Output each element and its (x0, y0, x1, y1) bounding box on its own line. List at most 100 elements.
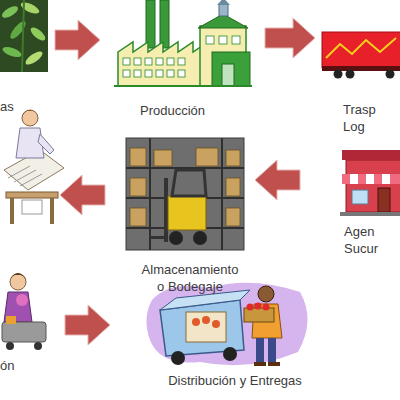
store-icon-part (390, 174, 400, 184)
office-worker-icon (4, 110, 64, 224)
store-icon-part (350, 174, 358, 184)
warehouse-icon-part (196, 148, 218, 166)
process-step: Almacenamiento o Bodegaje (105, 135, 255, 300)
store-icon-part (340, 212, 400, 216)
store-icon-part (358, 174, 366, 184)
warehouse-icon-part (149, 138, 151, 250)
factory-icon-part (222, 64, 234, 86)
factory-icon-part (114, 85, 252, 87)
process-step: ón (0, 260, 65, 375)
factory-icon-part (145, 70, 152, 77)
factory-icon-part (212, 52, 250, 86)
warehouse-icon-part (226, 178, 240, 196)
factory-icon-part (134, 70, 141, 77)
office-worker-icon-part (38, 134, 54, 154)
step-label: ón (0, 357, 40, 374)
step-label: Agen Sucur (344, 223, 394, 257)
store-icon-part (366, 174, 374, 184)
step-label: Distribución y Entregas (145, 372, 325, 389)
factory-icon-part (134, 58, 141, 65)
warehouse-icon-part (169, 231, 183, 245)
office-worker-icon-part (8, 166, 42, 186)
shopper-icon-part (9, 273, 27, 280)
office-worker-icon-part (6, 192, 58, 198)
office-worker-icon-part (22, 110, 38, 116)
factory-icon-part (167, 70, 174, 77)
plant-icon-part (0, 0, 48, 72)
factory-icon-part (156, 70, 163, 77)
plant-icon-part (22, 0, 24, 72)
factory-icon-part (167, 58, 174, 65)
process-step: Trasp Log (315, 0, 400, 140)
plant-icon-part (0, 4, 20, 20)
plant-icon-part (19, 0, 41, 16)
delivery-van-icon-part (223, 347, 237, 361)
flow-arrow (55, 20, 100, 60)
factory-icon-part (123, 58, 130, 65)
factory-icon-part (178, 58, 185, 65)
office-worker-icon-part (10, 198, 14, 224)
factory-icon-part (118, 42, 208, 86)
warehouse-icon-part (126, 138, 244, 250)
shopper-icon (2, 273, 46, 350)
shopper-icon-part (10, 274, 26, 290)
warehouse-icon-part (226, 150, 240, 166)
delivery-van-icon-part (268, 338, 276, 364)
store-icon (340, 150, 400, 216)
plant-icon (0, 0, 48, 72)
factory-icon-part (146, 0, 155, 48)
process-step: Distribución y Entregas (110, 275, 330, 395)
delivery-van-icon (146, 283, 307, 366)
store-icon-part (374, 174, 382, 184)
warehouse-icon-part (130, 208, 146, 226)
store-icon-part (346, 160, 400, 212)
warehouse-icon-part (130, 148, 146, 166)
delivery-van-icon-part (192, 316, 220, 328)
store-icon-part (352, 190, 368, 204)
truck-icon-part (326, 38, 396, 58)
factory-icon-part (178, 70, 185, 77)
step-label: Trasp Log (343, 101, 398, 135)
factory-icon-part (219, 4, 228, 16)
warehouse-icon-part (164, 178, 168, 242)
delivery-van-icon-part (256, 338, 264, 364)
factory-icon-part (219, 36, 227, 44)
warehouse-icon-part (226, 208, 240, 226)
flow-arrow (65, 305, 110, 345)
store-icon-part (342, 174, 350, 184)
warehouse-icon-part (150, 236, 168, 239)
step-label: Producción (120, 102, 225, 119)
truck-icon-part (386, 70, 395, 79)
shopper-icon-part (6, 316, 16, 324)
factory-icon-part (123, 70, 130, 77)
factory-icon-part (160, 0, 169, 48)
truck-icon-part (322, 32, 400, 68)
delivery-van-icon-part (263, 304, 270, 311)
shopper-icon-part (2, 322, 46, 342)
warehouse-icon-part (172, 170, 206, 196)
store-icon-part (382, 174, 390, 184)
flow-arrow (255, 160, 300, 200)
warehouse-icon (126, 138, 244, 250)
store-icon-part (342, 150, 400, 160)
delivery-van-icon-part (255, 303, 262, 310)
store-icon-part (378, 188, 390, 212)
delivery-van-icon-part (202, 316, 210, 324)
flow-arrow-part (60, 175, 105, 215)
factory-icon (114, 0, 252, 86)
delivery-van-icon-part (212, 320, 220, 328)
shopper-icon-part (34, 342, 42, 350)
truck-icon-part (334, 70, 343, 79)
office-worker-icon-part (22, 110, 38, 126)
store-icon-part (342, 174, 400, 184)
warehouse-icon-part (130, 178, 146, 196)
factory-icon-part (145, 58, 152, 65)
flow-arrow (60, 175, 105, 215)
shopper-icon-part (16, 294, 28, 306)
plant-icon-part (8, 19, 28, 41)
factory-icon-part (156, 58, 163, 65)
office-worker-icon-part (50, 198, 54, 224)
warehouse-icon-part (221, 138, 223, 250)
